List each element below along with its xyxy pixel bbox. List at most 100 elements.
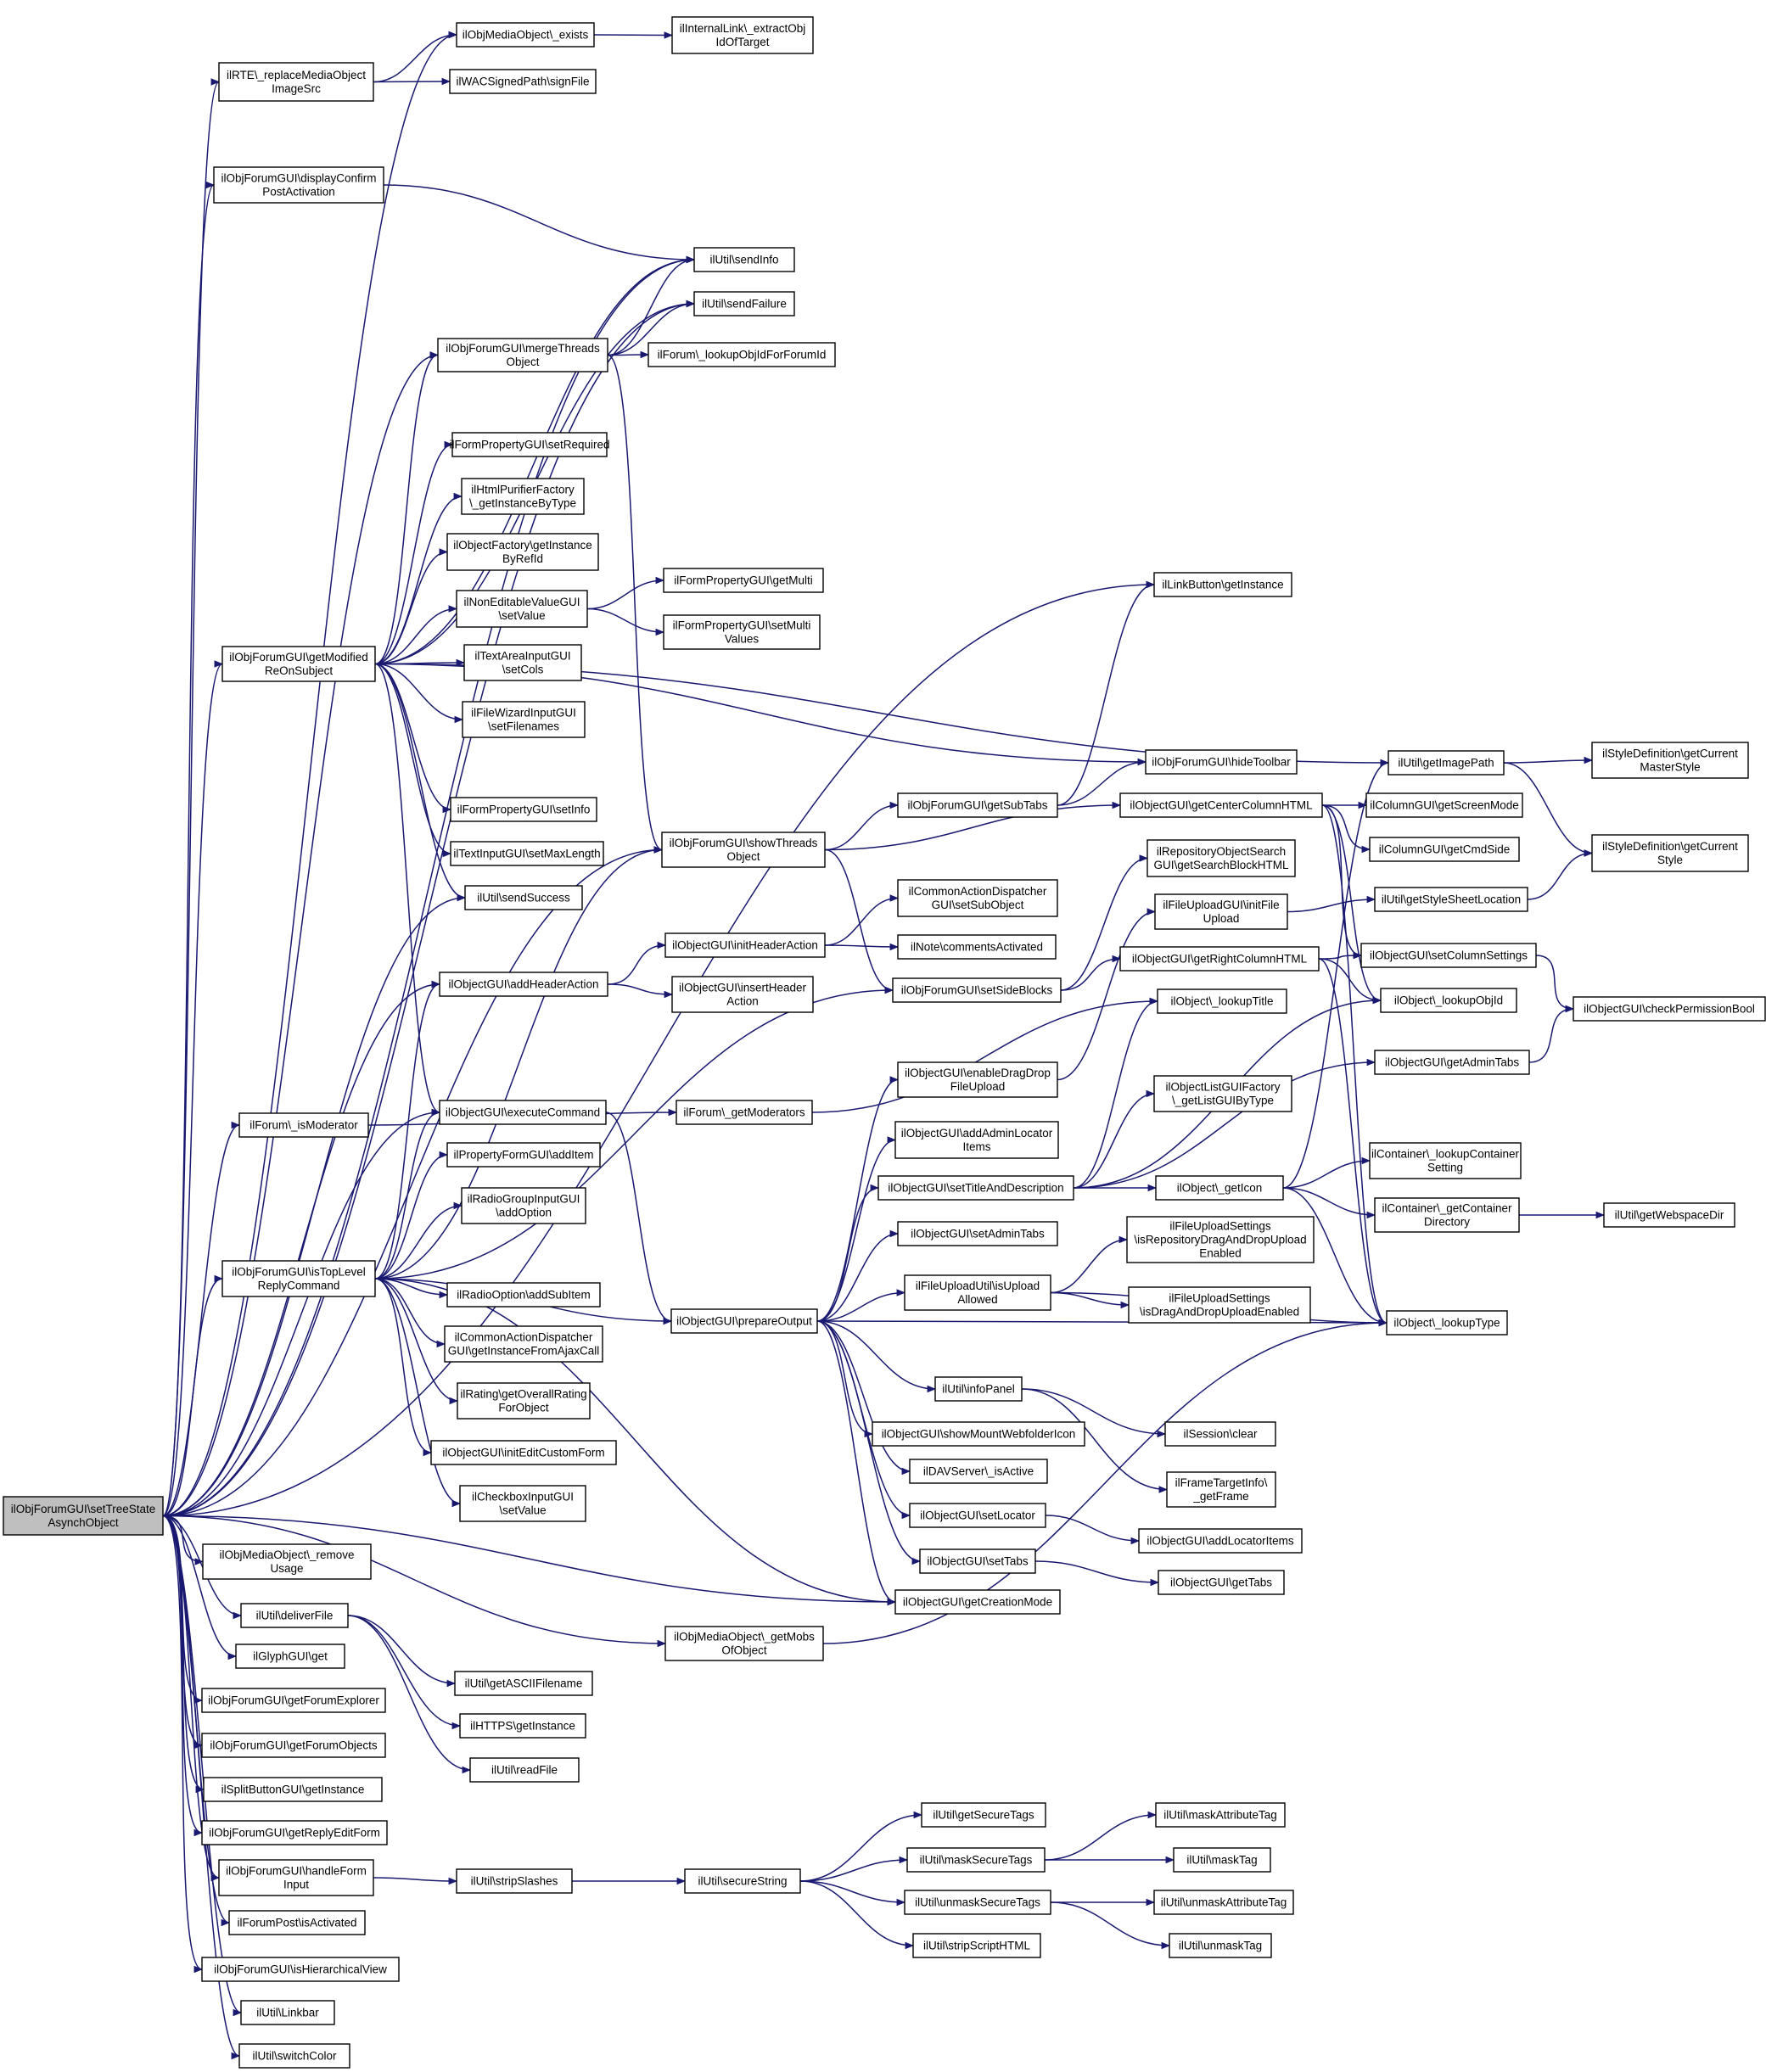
node-setTitleDesc[interactable]: ilObjectGUI\setTitleAndDescription	[877, 1175, 1074, 1201]
node-addHeader[interactable]: ilObjectGUI\addHeaderAction	[439, 972, 608, 997]
node-secureString[interactable]: ilUtil\secureString	[684, 1868, 801, 1894]
node-htmlPurifier[interactable]: ilHtmlPurifierFactory\_getInstanceByType	[461, 478, 585, 515]
node-getCmdSide[interactable]: ilColumnGUI\getCmdSide	[1369, 837, 1520, 862]
node-radioAddSub[interactable]: ilRadioOption\addSubItem	[446, 1282, 601, 1308]
node-screenMode[interactable]: ilColumnGUI\getScreenMode	[1365, 792, 1523, 818]
node-setTabs[interactable]: ilObjectGUI\setTabs	[919, 1548, 1036, 1574]
node-setRequired[interactable]: ilFormPropertyGUI\setRequired	[449, 432, 610, 457]
node-webspaceDir[interactable]: ilUtil\getWebspaceDir	[1603, 1202, 1735, 1228]
node-listGUIFactory[interactable]: ilObjectListGUIFactory\_getListGUIByType	[1153, 1075, 1292, 1112]
node-displayConfirm[interactable]: ilObjForumGUI\displayConfirmPostActivati…	[213, 166, 384, 204]
node-lookupObjIdForum[interactable]: ilForum\_lookupObjIdForForumId	[648, 342, 836, 367]
node-unmaskSecureTags[interactable]: ilUtil\unmaskSecureTags	[904, 1890, 1051, 1915]
node-getIcon[interactable]: ilObject\_getIcon	[1155, 1175, 1284, 1201]
node-rightColumn[interactable]: ilObjectGUI\getRightColumnHTML	[1119, 946, 1320, 972]
node-addLocatorItems[interactable]: ilObjectGUI\addLocatorItems	[1138, 1528, 1303, 1554]
node-sendInfo[interactable]: ilUtil\sendInfo	[693, 247, 795, 272]
node-dragDropEnabled[interactable]: ilFileUploadSettings\isDragAndDropUpload…	[1128, 1286, 1311, 1324]
node-getAdminTabs[interactable]: ilObjectGUI\getAdminTabs	[1374, 1050, 1530, 1075]
node-isModerator[interactable]: ilForum\_isModerator	[238, 1112, 369, 1138]
node-infoPanel[interactable]: ilUtil\infoPanel	[934, 1376, 1023, 1402]
node-propAddItem[interactable]: ilPropertyFormGUI\addItem	[446, 1142, 601, 1168]
node-webfolderIcon[interactable]: ilObjectGUI\showMountWebfolderIcon	[872, 1421, 1085, 1447]
node-setFilenames[interactable]: ilFileWizardInputGUI\setFilenames	[462, 701, 586, 738]
node-maskAttrTag[interactable]: ilUtil\maskAttributeTag	[1155, 1802, 1286, 1828]
node-lookupObjId[interactable]: ilObject\_lookupObjId	[1380, 988, 1517, 1013]
node-getModerators[interactable]: ilForum\_getModerators	[676, 1100, 813, 1125]
node-initHeader[interactable]: ilObjectGUI\initHeaderAction	[664, 932, 826, 958]
node-sendFailure[interactable]: ilUtil\sendFailure	[693, 291, 795, 316]
node-davActive[interactable]: ilDAVServer\_isActive	[909, 1459, 1048, 1484]
node-getTabs[interactable]: ilObjectGUI\getTabs	[1158, 1570, 1285, 1595]
node-deliverFile[interactable]: ilUtil\deliverFile	[240, 1603, 349, 1628]
node-setMaxLength[interactable]: ilTextInputGUI\setMaxLength	[450, 841, 604, 866]
node-httpsInstance[interactable]: ilHTTPS\getInstance	[459, 1713, 586, 1739]
node-wacSign[interactable]: ilWACSignedPath\signFile	[449, 69, 597, 94]
node-asciiFilename[interactable]: ilUtil\getASCIIFilename	[454, 1671, 593, 1696]
node-centerColumn[interactable]: ilObjectGUI\getCenterColumnHTML	[1119, 792, 1323, 818]
node-setSideBlocks[interactable]: ilObjForumGUI\setSideBlocks	[892, 977, 1062, 1003]
node-checkboxSet[interactable]: ilCheckboxInputGUI\setValue	[459, 1485, 586, 1522]
node-getMulti[interactable]: ilFormPropertyGUI\getMulti	[663, 568, 824, 593]
node-getCreationMode[interactable]: ilObjectGUI\getCreationMode	[894, 1589, 1061, 1615]
node-styleSheet[interactable]: ilUtil\getStyleSheetLocation	[1374, 887, 1528, 912]
node-nonEditable[interactable]: ilNonEditableValueGUI\setValue	[456, 590, 588, 628]
node-unmaskTag[interactable]: ilUtil\unmaskTag	[1169, 1933, 1272, 1958]
node-repoDragDrop[interactable]: ilFileUploadSettings\isRepositoryDragAnd…	[1126, 1216, 1315, 1263]
node-prepareOutput[interactable]: ilObjectGUI\prepareOutput	[670, 1308, 818, 1334]
node-replyEditForm[interactable]: ilObjForumGUI\getReplyEditForm	[201, 1820, 388, 1845]
node-getSecureTags[interactable]: ilUtil\getSecureTags	[921, 1802, 1046, 1828]
node-repoSearch[interactable]: ilRepositoryObjectSearchGUI\getSearchBlo…	[1146, 839, 1296, 877]
node-maskTag[interactable]: ilUtil\maskTag	[1173, 1847, 1271, 1873]
node-switchColor[interactable]: ilUtil\switchColor	[238, 2043, 350, 2069]
node-forumExplorer[interactable]: ilObjForumGUI\getForumExplorer	[201, 1688, 386, 1713]
node-executeCommand[interactable]: ilObjectGUI\executeCommand	[439, 1100, 607, 1125]
node-setColumnSettings[interactable]: ilObjectGUI\setColumnSettings	[1360, 943, 1537, 968]
node-setLocator[interactable]: ilObjectGUI\setLocator	[909, 1503, 1046, 1528]
node-mob_exists[interactable]: ilObjMediaObject\_exists	[456, 22, 595, 48]
node-lookupTitle[interactable]: ilObject\_lookupTitle	[1157, 988, 1287, 1014]
node-sessionClear[interactable]: ilSession\clear	[1164, 1421, 1276, 1447]
node-sendSuccess[interactable]: ilUtil\sendSuccess	[464, 885, 583, 910]
node-setCols[interactable]: ilTextAreaInputGUI\setCols	[463, 644, 582, 681]
node-unmaskAttrTag[interactable]: ilUtil\unmaskAttributeTag	[1153, 1890, 1294, 1915]
node-stripScript[interactable]: ilUtil\stripScriptHTML	[912, 1933, 1041, 1958]
node-hideToolbar[interactable]: ilObjForumGUI\hideToolbar	[1145, 749, 1298, 775]
node-linkbar[interactable]: ilUtil\Linkbar	[240, 2000, 335, 2025]
node-noteComments[interactable]: ilNote\commentsActivated	[897, 934, 1057, 960]
node-forumPostActivated[interactable]: ilForumPost\isActivated	[228, 1910, 366, 1935]
node-stripSlashes[interactable]: ilUtil\stripSlashes	[456, 1868, 573, 1894]
node-splitButton[interactable]: ilSplitButtonGUI\getInstance	[203, 1777, 383, 1802]
node-checkPerm[interactable]: ilObjectGUI\checkPermissionBool	[1573, 996, 1766, 1022]
node-getSubTabs[interactable]: ilObjForumGUI\getSubTabs	[897, 792, 1058, 818]
node-hierarchicalView[interactable]: ilObjForumGUI\isHierarchicalView	[201, 1957, 400, 1982]
node-setAdminTabs[interactable]: ilObjectGUI\setAdminTabs	[897, 1221, 1058, 1246]
node-linkButton[interactable]: ilLinkButton\getInstance	[1153, 572, 1292, 597]
node-setInfo[interactable]: ilFormPropertyGUI\setInfo	[450, 797, 597, 822]
node-readFile[interactable]: ilUtil\readFile	[469, 1757, 580, 1783]
node-glyphGet[interactable]: ilGlyphGUI\get	[235, 1644, 345, 1669]
